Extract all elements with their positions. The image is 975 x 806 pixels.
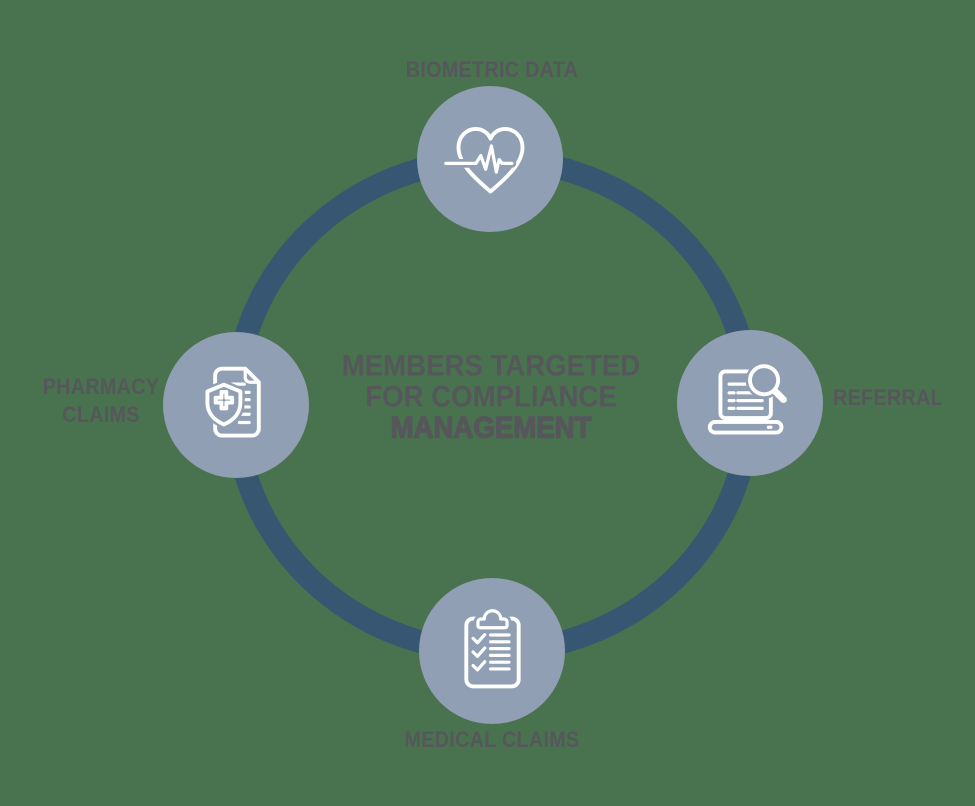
shield-document-icon [202, 366, 261, 438]
node-pharmacy-claims [163, 332, 309, 478]
center-title-line-1: MEMBERS TARGETED [341, 349, 641, 383]
center-title: MEMBERS TARGETED FOR COMPLIANCE MANAGEME… [341, 349, 641, 445]
node-biometric-data [417, 86, 563, 232]
center-title-line-3: MANAGEMENT [390, 411, 592, 445]
node-medical-claims [419, 578, 565, 724]
node-referral [677, 330, 823, 476]
label-pharmacy-claims: PHARMACY CLAIMS [42, 374, 160, 427]
heart-pulse-icon [441, 126, 524, 193]
label-referral: REFERRAL [833, 385, 943, 410]
label-medical-claims: MEDICAL CLAIMS [404, 727, 580, 752]
laptop-search-icon [707, 361, 788, 435]
clipboard-checklist-icon [463, 605, 521, 688]
center-title-line-2: FOR COMPLIANCE [365, 380, 617, 414]
label-biometric-data: BIOMETRIC DATA [405, 57, 579, 82]
